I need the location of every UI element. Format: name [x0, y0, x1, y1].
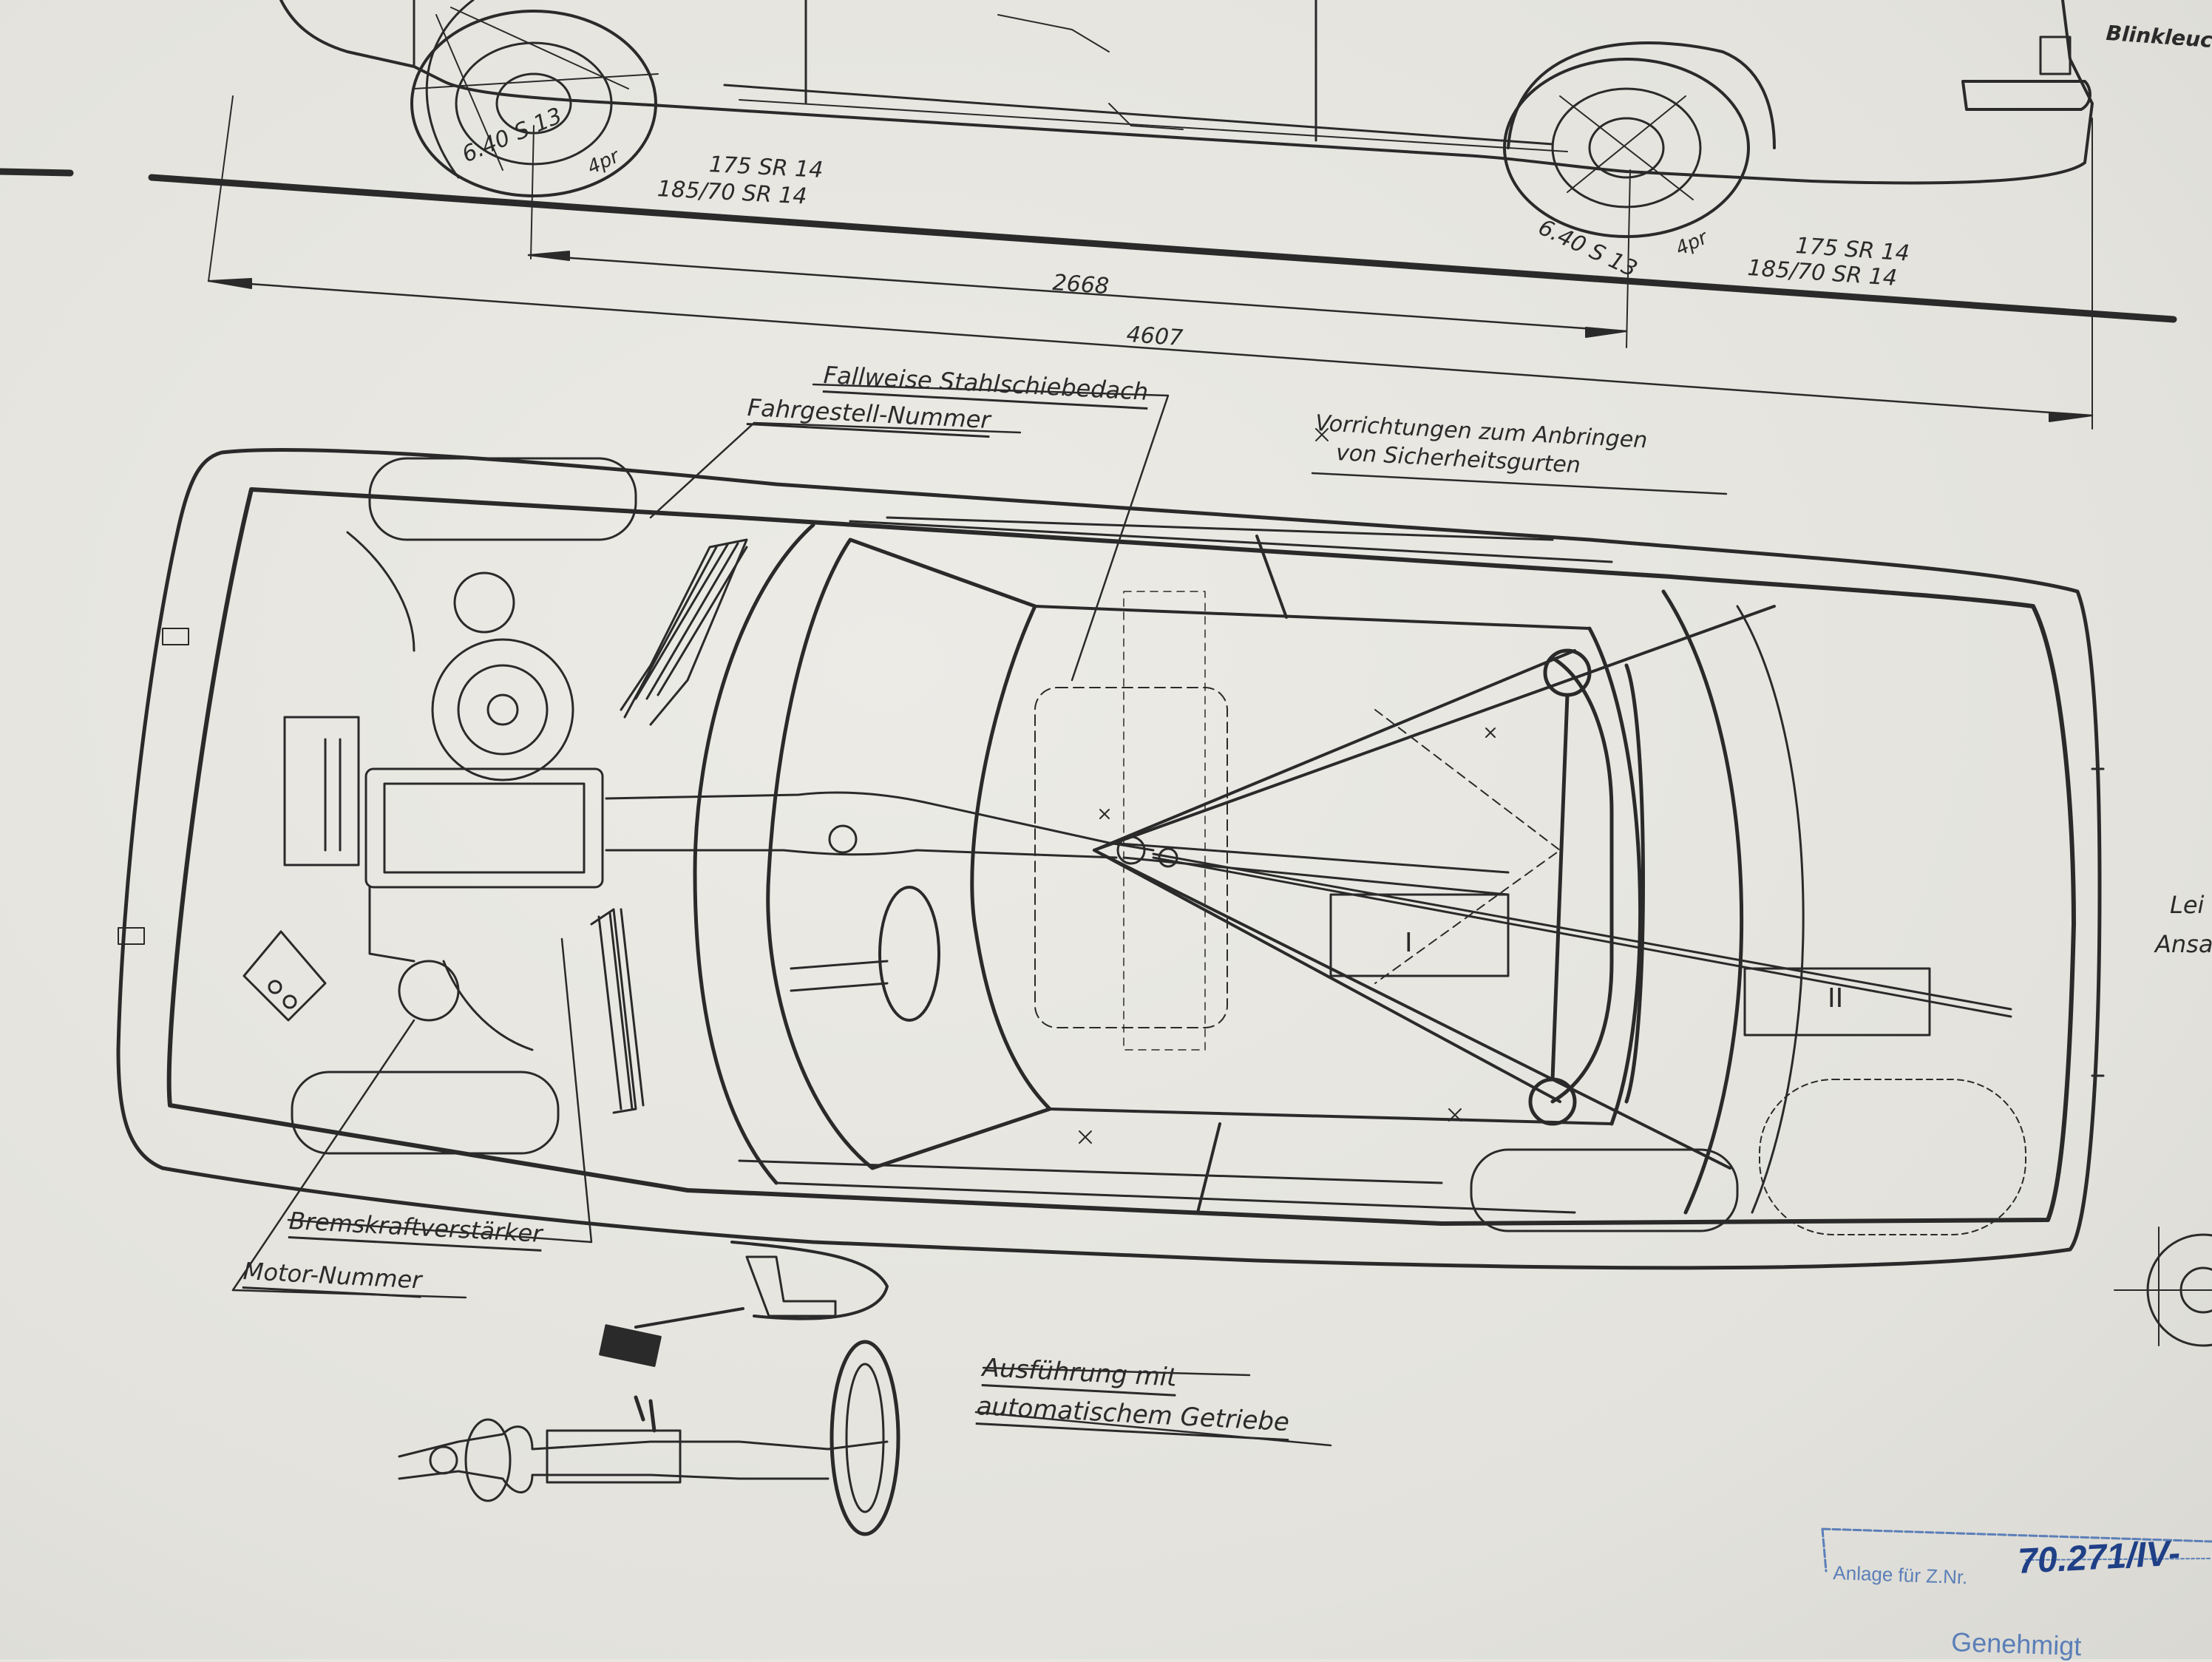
label-tank-1: I	[1405, 928, 1413, 958]
label-edge-right-2: Ansa	[2155, 930, 2212, 958]
stamp-approved: Genehmigt	[1950, 1627, 2083, 1662]
stamp-handwritten-number: 70.271/IV-	[2017, 1533, 2182, 1581]
radiator	[590, 538, 748, 1114]
ground-line	[148, 174, 2177, 323]
engine	[242, 531, 604, 1051]
label-edge-right-1: Lei	[2170, 891, 2205, 919]
plan-steering-wheel	[878, 886, 940, 1022]
stamp-frame	[1821, 1527, 2212, 1573]
detail-steering-wheel	[830, 1340, 900, 1536]
front-right-wheel	[291, 1071, 560, 1155]
driveshaft	[605, 791, 2012, 1018]
plan-view	[116, 428, 2105, 1270]
body-outline	[116, 448, 2102, 1270]
fuel-tank-1	[1329, 893, 1510, 977]
x-brace	[1093, 605, 1776, 1170]
dimension-wheelbase: 2668	[1051, 270, 1110, 300]
label-tank-2: II	[1828, 983, 1844, 1014]
stamp-printed-text: Anlage für Z.Nr.	[1832, 1561, 1968, 1589]
sunroof-outline	[1034, 687, 1228, 1028]
rear-wheel	[1503, 58, 1750, 238]
rear-window	[1587, 626, 1643, 1126]
dimension-overall-length: 4607	[1125, 322, 1184, 352]
front-wheel	[410, 10, 657, 197]
fuel-tank-2	[1743, 967, 1931, 1037]
leader-lines	[231, 383, 1728, 1447]
length-dimension	[207, 279, 2094, 417]
automatic-transmission-detail	[398, 1241, 900, 1536]
selector-plate	[599, 1324, 662, 1367]
front-left-wheel	[368, 457, 637, 541]
rear-axle	[1528, 648, 1645, 1126]
side-view	[0, 0, 2177, 430]
spare-wheel	[1759, 1079, 2026, 1235]
wheelbase-dimension	[527, 254, 1628, 333]
